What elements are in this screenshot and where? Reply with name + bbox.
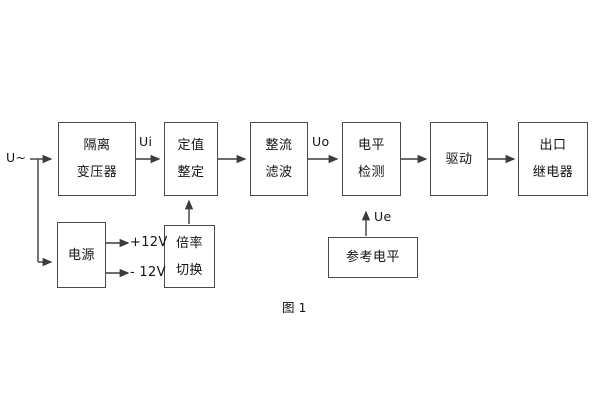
block-multiplier-switch-line-1: 倍率: [175, 235, 203, 251]
block-level-detection[interactable]: 电平 检测: [342, 122, 401, 196]
block-driver[interactable]: 驱动: [430, 122, 488, 196]
block-isolation-transformer-line-1: 隔离: [83, 138, 111, 153]
block-reference-level-line-1: 参考电平: [345, 250, 400, 265]
block-rectifier-filter[interactable]: 整流 滤波: [250, 122, 308, 196]
block-rectifier-filter-line-2: 滤波: [265, 165, 293, 180]
block-multiplier-switch[interactable]: 倍率 切换: [164, 225, 215, 288]
figure-caption: 图 1: [282, 300, 307, 315]
block-output-relay-line-1: 出口: [539, 138, 567, 153]
power-rail-positive-label: +12V: [130, 235, 168, 250]
signal-label-ue: Ue: [374, 209, 392, 224]
block-power-supply-line-1: 电源: [67, 247, 95, 263]
input-label-u: U~: [6, 150, 27, 165]
block-rectifier-filter-line-1: 整流: [265, 138, 293, 153]
block-isolation-transformer-line-2: 变压器: [76, 165, 118, 180]
block-output-relay[interactable]: 出口 继电器: [518, 122, 588, 196]
block-reference-level[interactable]: 参考电平: [328, 237, 418, 278]
block-level-detection-line-1: 电平: [357, 138, 385, 153]
power-rail-negative-label: - 12V: [130, 265, 166, 280]
block-power-supply[interactable]: 电源: [57, 222, 106, 288]
block-output-relay-line-2: 继电器: [532, 165, 574, 180]
block-setting-value-line-1: 定值: [177, 138, 205, 153]
block-level-detection-line-2: 检测: [357, 165, 385, 180]
block-setting-value[interactable]: 定值 整定: [164, 122, 218, 196]
block-setting-value-line-2: 整定: [177, 165, 205, 180]
signal-label-ui: Ui: [139, 134, 153, 149]
wire-input-split: [30, 154, 53, 267]
block-multiplier-switch-line-2: 切换: [175, 262, 203, 278]
signal-label-uo: Uo: [312, 134, 330, 149]
block-isolation-transformer[interactable]: 隔离 变压器: [58, 122, 136, 196]
block-driver-line-1: 驱动: [445, 151, 473, 167]
